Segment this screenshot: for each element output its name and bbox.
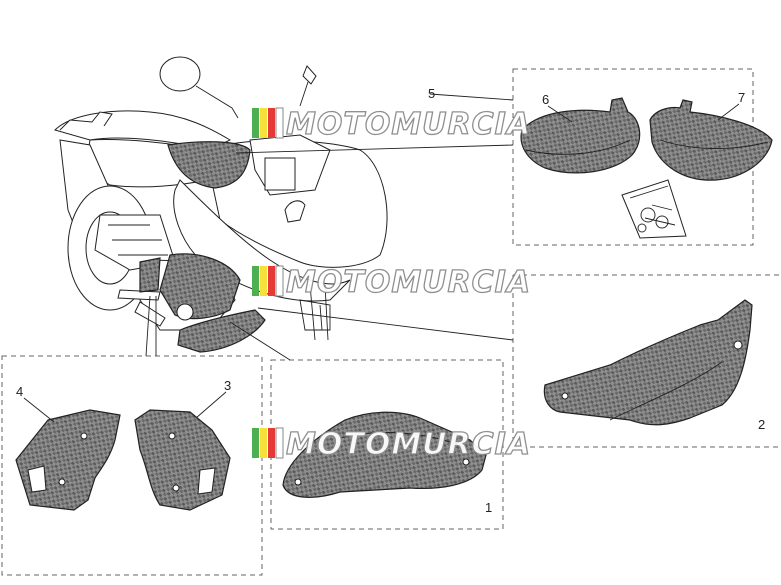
group-box-1 — [270, 359, 504, 530]
part-6-left-handguard — [520, 97, 641, 174]
part-7-right-handguard — [649, 99, 773, 181]
callout-7: 7 — [738, 90, 745, 105]
callout-leaders — [23, 103, 740, 423]
callout-5: 5 — [428, 86, 435, 101]
part-3-right-frame-cover — [134, 409, 231, 511]
group-box-2 — [512, 274, 781, 448]
callout-3: 3 — [224, 378, 231, 393]
left-mirror — [159, 56, 201, 92]
hardware-kit-bag — [621, 179, 687, 239]
callout-6: 6 — [542, 92, 549, 107]
callout-4: 4 — [16, 384, 23, 399]
group-box-5 — [512, 68, 754, 246]
leader-lines — [145, 93, 514, 361]
svg-text:MOTOMURCIA: MOTOMURCIA — [286, 427, 531, 462]
watermark-top: MOTOMURCIA — [251, 106, 531, 143]
callout-2: 2 — [758, 417, 765, 432]
part-2-belly-pan — [543, 299, 753, 426]
part-1-engine-guard — [282, 411, 487, 498]
watermark-middle: MOTOMURCIA — [251, 264, 531, 301]
group-box-34 — [1, 355, 263, 576]
watermark-bottom: MOTOMURCIA — [251, 426, 531, 463]
callout-1: 1 — [485, 500, 492, 515]
part-4-left-frame-cover — [15, 409, 121, 511]
svg-text:MOTOMURCIA: MOTOMURCIA — [286, 265, 531, 300]
motorcycle-drawing — [54, 56, 388, 353]
svg-text:MOTOMURCIA: MOTOMURCIA — [286, 107, 531, 142]
